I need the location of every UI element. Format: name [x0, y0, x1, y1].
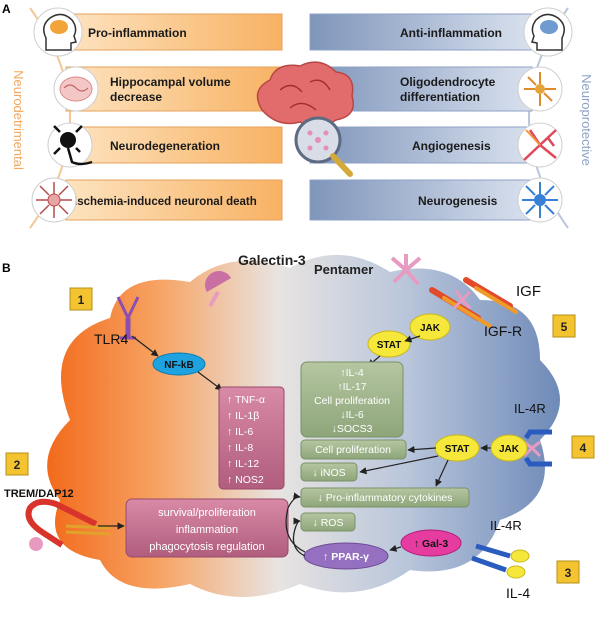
trem-output-1: survival/proliferation	[158, 507, 256, 519]
badge-3	[556, 560, 580, 584]
hippocampal-text-1: Hippocampal volume	[110, 75, 231, 89]
nfkb-text: NF-kB	[164, 360, 193, 371]
igf-output-il6: ↓IL-6	[340, 409, 364, 421]
tlr4-to-nfkb-arrow	[131, 335, 159, 357]
tlr4-output-il6: ↑ IL-6	[227, 426, 253, 438]
pentamer-label: Pentamer	[314, 262, 373, 277]
igf-jak-text: JAK	[420, 323, 441, 334]
hippocampal-bar	[65, 66, 283, 112]
igf-receptor-icon	[429, 277, 518, 328]
badge-1-text: 1	[78, 293, 85, 307]
badge-2	[5, 452, 29, 476]
neurodegeneration-icon	[47, 122, 93, 168]
oligodendrocyte-icon	[517, 66, 563, 112]
stat-to-prolif-arrow	[407, 445, 437, 454]
neuroprotective-label: Neuroprotective	[579, 74, 594, 166]
panel-b-letter: B	[2, 261, 11, 275]
hippocampal-text-2: decrease	[110, 90, 162, 104]
igf-jak-node	[409, 313, 451, 341]
neurodetrimental-label: Neurodetrimental	[11, 70, 26, 170]
igf-r-label: IGF-R	[484, 323, 522, 339]
igf-stat-node	[367, 330, 411, 358]
igf-stat-text: STAT	[377, 340, 402, 351]
hippocampus-icon	[53, 66, 99, 112]
il-4r-bottom-receptor-icon	[471, 543, 530, 579]
igf-output-il4: ↑IL-4	[340, 367, 364, 379]
cell-proliferation-text: Cell proliferation	[315, 444, 391, 456]
tlr4-output-il8: ↑ IL-8	[227, 442, 253, 454]
head-brain-icon-right	[523, 7, 573, 57]
badge-4	[571, 435, 595, 459]
tlr4-output-nos2: ↑ NOS2	[227, 474, 264, 486]
stat-to-inos-arrow	[359, 455, 439, 475]
galectin-3-label: Galectin-3	[238, 252, 306, 268]
il-4r-bottom-label: IL-4R	[490, 518, 522, 533]
cell-proliferation-box	[300, 439, 407, 460]
ppar-gamma-text: ↑ PPAR-γ	[323, 551, 369, 563]
il-4r-top-label: IL-4R	[514, 401, 546, 416]
igf-jak-to-stat-arrow	[404, 335, 421, 343]
inos-box	[300, 462, 358, 482]
gal-3-node	[400, 529, 462, 557]
tlr4-receptor-icon	[116, 296, 140, 340]
ros-box	[300, 512, 356, 532]
galectin-3-monomer-icon	[205, 271, 232, 307]
oligodendrocyte-text-1: Oligodendrocyte	[400, 75, 496, 89]
igf-output-box	[300, 361, 404, 438]
il4-stat-text: STAT	[445, 444, 470, 455]
pro-inflammation-text: Pro-inflammation	[88, 26, 187, 40]
il4-jak-text: JAK	[499, 444, 520, 455]
tlr4-output-box	[218, 386, 285, 490]
angiogenesis-icon	[517, 122, 563, 168]
ros-text: ↓ ROS	[313, 517, 344, 529]
trem-dap12-receptor-icon	[25, 498, 111, 551]
neurogenesis-bar	[309, 179, 533, 221]
panel-a-letter: A	[2, 2, 11, 16]
neurodegeneration-text: Neurodegeneration	[110, 139, 220, 153]
trem-dap12-label: TREM/DAP12	[4, 488, 74, 500]
tlr4-output-il12: ↑ IL-12	[227, 458, 259, 470]
tlr4-label: TLR4	[94, 331, 128, 347]
trem-output-3: phagocytosis regulation	[149, 541, 265, 553]
badge-5-text: 5	[561, 320, 568, 334]
badge-4-text: 4	[580, 441, 587, 455]
gal-3-text: ↑ Gal-3	[414, 538, 449, 550]
badge-2-text: 2	[14, 458, 21, 472]
brain-magnifier-icon	[256, 61, 354, 177]
proinflammatory-box	[300, 487, 470, 508]
trem-output-box	[125, 498, 289, 558]
trem-output-2: inflammation	[176, 524, 238, 536]
neurogenesis-icon	[517, 177, 563, 223]
oligodendrocyte-text-2: differentiation	[400, 90, 480, 104]
gal3-to-ppar-arrow	[389, 544, 402, 552]
badge-1	[69, 287, 93, 311]
igf-label: IGF	[516, 283, 541, 300]
igf-output-cell-prolif: Cell proliferation	[314, 395, 390, 407]
head-brain-icon-left	[33, 7, 83, 57]
badge-5	[552, 314, 576, 338]
ischemic-neuron-icon	[31, 177, 77, 223]
neurogenesis-text: Neurogenesis	[418, 194, 498, 208]
anti-inflammation-text: Anti-inflammation	[400, 26, 502, 40]
pentamer-icon	[390, 254, 422, 286]
angiogenesis-bar	[309, 126, 533, 164]
angiogenesis-text: Angiogenesis	[412, 139, 491, 153]
igf-output-socs3: ↓SOCS3	[332, 423, 373, 435]
ischemia-text: Ischemia-induced neuronal death	[74, 196, 257, 208]
ppar-to-ros-arrow	[292, 517, 306, 557]
il-4-label: IL-4	[506, 585, 530, 601]
igf-output-il17: ↑IL-17	[337, 381, 366, 393]
badge-3-text: 3	[565, 566, 572, 580]
igf-ligand-icon	[452, 289, 472, 310]
stat-to-cytokines-arrow	[435, 459, 449, 487]
nfkb-to-cytokines-arrow	[197, 371, 223, 391]
nfkb-node	[152, 352, 206, 376]
inos-text: ↓ iNOS	[312, 467, 345, 479]
tlr4-output-il1b: ↑ IL-1β	[227, 410, 259, 422]
tlr4-output-tnf: ↑ TNF-α	[227, 394, 265, 406]
proinflammatory-text: ↓ Pro-inflammatory cytokines	[318, 492, 453, 504]
